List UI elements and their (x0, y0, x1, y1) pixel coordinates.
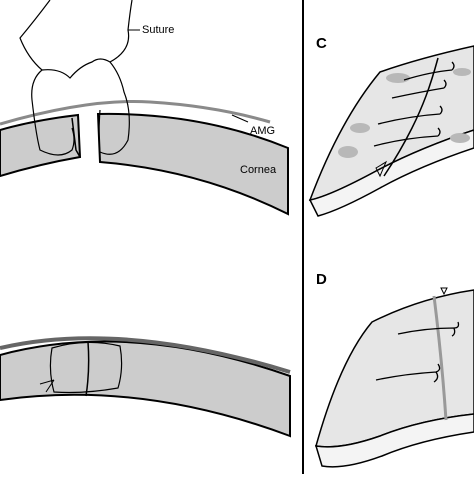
suture-thread-bottom (85, 341, 90, 397)
cornea-right-segment (96, 112, 289, 216)
panel-d-letter: D (316, 271, 327, 288)
panel-c-letter: C (316, 35, 327, 52)
amg-patch (450, 133, 470, 143)
cornea-left-segment (0, 113, 82, 178)
panel-d-suture (375, 363, 441, 383)
panel-d-surface (314, 287, 474, 468)
suture-tail-bottom (39, 379, 55, 393)
suture-knot (41, 58, 111, 79)
panel-c-suture (373, 127, 441, 147)
panel-d-strip (432, 295, 448, 421)
cornea-label: Cornea (240, 164, 277, 176)
panel-d-suture (397, 321, 460, 337)
amg-patch (350, 123, 370, 133)
panel-c-surface (308, 45, 474, 217)
panel-c-wound (383, 57, 439, 177)
suture-label: Suture (142, 24, 174, 36)
amg-patch (386, 73, 410, 83)
panel-c-suture (403, 61, 455, 81)
top-left-cross-section (0, 0, 289, 216)
panel-c-suture-end (375, 160, 388, 178)
bottom-left-cross-section (0, 336, 291, 438)
amg-leader (231, 114, 249, 123)
amg-label: AMG (250, 125, 275, 137)
panel-c-edge (308, 129, 474, 217)
wound-edge (71, 117, 81, 158)
amg-patch (453, 68, 471, 76)
panel-c-suture (391, 79, 447, 99)
panel-d-edge (314, 413, 474, 468)
cornea-continuous (0, 340, 291, 438)
panel-c-suture (377, 105, 443, 125)
amg-band-bottom (0, 336, 291, 374)
panel-d-notch (440, 287, 448, 296)
amg-band (0, 99, 271, 126)
amg-patch (338, 146, 358, 158)
